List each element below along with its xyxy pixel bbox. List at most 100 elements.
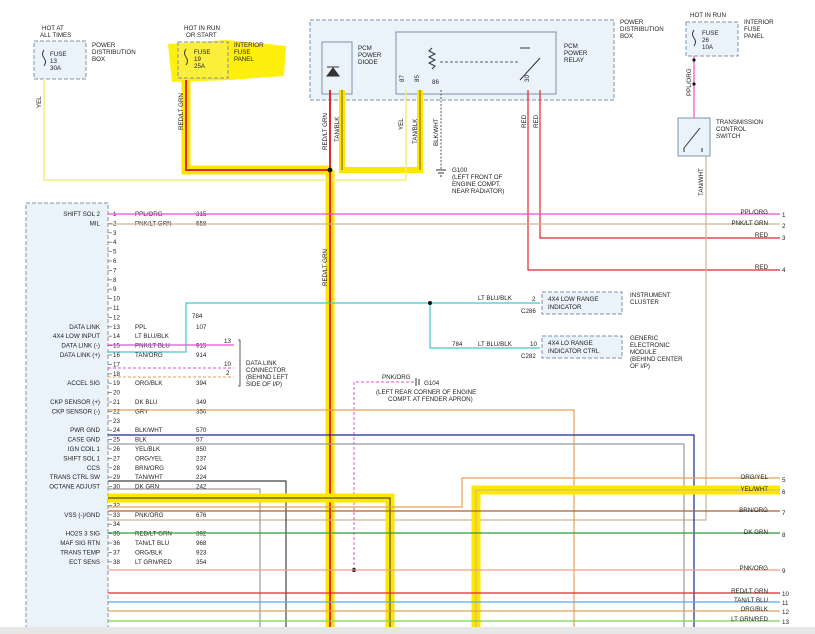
svg-text:RELAY: RELAY (564, 57, 584, 64)
gem-connector (541, 335, 623, 359)
right-pin-number: 13 (782, 619, 789, 626)
pcm-pin-wire-color: DK GRN (135, 484, 159, 491)
pcm-pin-wire-color: LT GRN/RED (135, 559, 172, 566)
pcm-pin-wire-color: TAN/WHT (135, 474, 163, 481)
pcm-pin-number: 6 (113, 258, 117, 265)
wire-label-784-b: 784 (452, 341, 463, 348)
pcm-pin-circuit: 392 (196, 531, 207, 538)
pcm-pin-circuit: 570 (196, 427, 207, 434)
pcm-pin-circuit: 394 (196, 380, 207, 387)
tcs-switch-icon (683, 127, 703, 152)
right-pin-number: 4 (782, 267, 786, 274)
pcm-pin-wire-color: TAN/ORG (135, 352, 163, 359)
pcm-pin-number: 19 (113, 380, 120, 387)
instrument-cluster-connector (541, 291, 623, 315)
pcm-pin-name: MIL (90, 220, 101, 227)
svg-text:TRANSMISSION: TRANSMISSION (716, 119, 763, 126)
right-pin-wire-color: PNK/ORG (739, 565, 768, 572)
pcm-pin-wire-color: ORG/BLK (135, 380, 163, 387)
pcm-pin-wire-color: GRY (135, 408, 148, 415)
pcm-pin-number: 32 (113, 502, 120, 509)
dlc-bracket (238, 339, 241, 387)
right-pin-wire-color: BRN/ORG (739, 507, 768, 514)
right-pin-number: 9 (782, 568, 786, 575)
ic-title-1: INSTRUMENT (630, 292, 671, 299)
pcm-pin-wire-color: BLK (135, 437, 148, 444)
relay-switch-icon (519, 47, 541, 81)
wire-label-blk-wht: BLK/WHT (433, 118, 440, 146)
right-pin-wire-color: LT GRN/RED (731, 616, 768, 623)
g104-desc-1: (LEFT REAR CORNER OF ENGINE (376, 389, 476, 396)
pcm-pin-number: 27 (113, 455, 120, 462)
pcm-pin-number: 4 (113, 239, 117, 246)
fuse-13-icon (42, 49, 46, 67)
wire-label-yel-left: YEL (36, 96, 43, 108)
pcm-pin-name: SHIFT SOL 1 (63, 455, 100, 462)
svg-text:POWER: POWER (564, 50, 588, 57)
right-pin-wire-color: PNK/LT GRN (731, 220, 768, 227)
yellow-highlight-ign-path (181, 80, 330, 175)
dlc-pin-2: 2 (226, 370, 230, 377)
pcm-pin-row: 32 (108, 502, 120, 509)
right-pin-number: 5 (782, 477, 786, 484)
pcm-pin-number: 26 (113, 446, 120, 453)
pcm-pin-row: 5 (108, 249, 117, 256)
pcm-pin-number: 3 (113, 230, 117, 237)
ic-connector-id: C286 (521, 308, 536, 315)
pcm-pin-circuit: 914 (196, 352, 207, 359)
pcm-pin-row: 9 (108, 286, 117, 293)
gem-pin: 10 (530, 341, 537, 348)
fuse-19-icon (184, 48, 188, 66)
svg-text:FUSE: FUSE (702, 30, 719, 37)
svg-text:PCM: PCM (564, 43, 578, 50)
right-pin-number: 6 (782, 489, 786, 496)
pcm-pin-number: 23 (113, 418, 120, 425)
power-distribution-box-1-label: POWER DISTRIBUTION BOX (92, 42, 136, 63)
bottom-scroll-bar[interactable] (0, 627, 815, 634)
pcm-pin-wire-color: DK BLU (135, 399, 157, 406)
connector-dot-top-2 (692, 82, 696, 86)
pcm-pin-name: PWR GND (70, 427, 100, 434)
g104-ground-icon (415, 378, 420, 386)
right-pin-number: 7 (782, 510, 786, 517)
wire-label-red-a: RED (521, 114, 528, 128)
interior-fuse-panel-1-label: INTERIOR FUSE PANEL (234, 42, 264, 63)
right-pin-number: 11 (782, 600, 789, 607)
svg-text:INTERIOR: INTERIOR (234, 42, 264, 49)
svg-text:19: 19 (194, 56, 201, 63)
right-pin-number: 10 (782, 591, 789, 598)
diode-symbol (326, 66, 340, 77)
pcm-power-relay-label: PCM POWER RELAY (564, 43, 588, 64)
g100-label: G100 (LEFT FRONT OF ENGINE COMPT. NEAR R… (452, 167, 504, 195)
svg-text:INTERIOR: INTERIOR (744, 19, 774, 26)
red-lt-grn-main-wire (185, 80, 331, 634)
right-pin-wire-color: TAN/LT BLU (734, 597, 768, 604)
dlc-title: DATA LINK CONNECTOR (BEHIND LEFT SIDE OF… (246, 360, 289, 388)
wire-label-lt-blu-blk-a: LT BLU/BLK (478, 295, 513, 302)
pcm-pin-row: 6 (108, 258, 117, 265)
pcm-pin-name: MAF SIG RTN (60, 540, 100, 547)
svg-text:10A: 10A (702, 44, 714, 51)
right-pin-number: 1 (782, 212, 786, 219)
pcm-pin-number: 33 (113, 512, 120, 519)
wire-label-yel-mid: YEL (398, 118, 405, 130)
pcm-pin-number: 7 (113, 267, 117, 274)
svg-text:ALL TIMES: ALL TIMES (40, 32, 71, 39)
pcm-pin-name: DATA LINK (-) (61, 343, 100, 350)
svg-text:GENERIC: GENERIC (630, 335, 659, 342)
svg-text:POWER: POWER (620, 19, 644, 26)
pcm-pin-number: 21 (113, 399, 120, 406)
pcm-pin-row: 34 (108, 521, 120, 528)
pcm-pin-number: 9 (113, 286, 117, 293)
right-pin-wire-color: PPL/ORG (740, 209, 768, 216)
ic-title-2: CLUSTER (630, 299, 659, 306)
right-pin-wire-color: RED (755, 264, 769, 271)
pcm-pin-wire-color: ORG/BLK (135, 549, 163, 556)
wire-label-red-lt-grn-1: RED/LT GRN (178, 93, 185, 130)
pcm-pin-wire-color: PNK/LT BLU (135, 343, 170, 350)
pcm-pin-circuit: 915 (196, 343, 207, 350)
